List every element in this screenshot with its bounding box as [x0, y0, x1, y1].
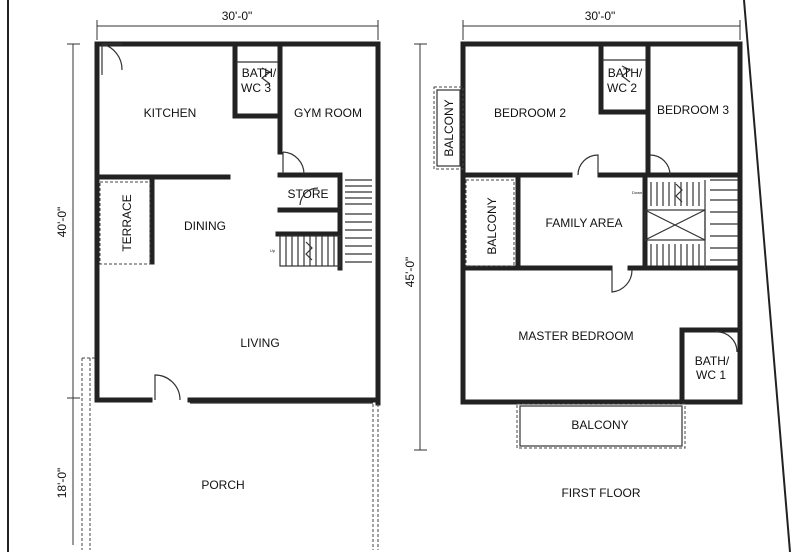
ff-left-balcony-wall: [460, 177, 521, 271]
ff-side-balcony-outline: [433, 86, 464, 170]
ff-bath2-label-line2: WC 2: [607, 81, 637, 95]
gf-porch-depth-label: 18'-0": [55, 468, 69, 499]
ff-family-area-label: FAMILY AREA: [546, 216, 623, 230]
page-edge-right: [743, 0, 791, 552]
gf-terrace-label: TERRACE: [120, 194, 134, 251]
gf-kitchen-wall: [94, 41, 343, 180]
ff-width-label: 30'-0": [585, 9, 616, 23]
ff-staircase: Down: [632, 179, 738, 268]
gf-kitchen-label: KITCHEN: [144, 106, 197, 120]
ff-bath1-label-line2: WC 1: [696, 368, 726, 382]
ff-bath2-label-line1: BATH/: [608, 66, 643, 80]
ff-bedroom3-label: BEDROOM 3: [657, 103, 729, 117]
gf-depth-label: 40'-0": [55, 207, 69, 238]
ff-bath1-wall: [679, 327, 743, 405]
ground-floor-plan: 30'-0" 40'-0" 18'-0": [55, 9, 381, 550]
ff-front-balcony-outline: [516, 403, 686, 449]
ff-side-balcony-label: BALCONY: [442, 99, 456, 156]
ff-bedroom2-label: BEDROOM 2: [494, 106, 566, 120]
gf-depth-dimension: 40'-0": [55, 43, 80, 399]
gf-bath3-label-line2: WC 3: [241, 81, 271, 95]
gf-staircase: Up: [270, 177, 372, 271]
gf-porch-dimension: 18'-0": [55, 398, 74, 545]
ff-left-balcony-label: BALCONY: [485, 197, 499, 254]
ff-master-bedroom-label: MASTER BEDROOM: [518, 329, 633, 343]
gf-outer-wall: [94, 41, 381, 406]
gf-dining-label: DINING: [184, 219, 226, 233]
gf-store-label: STORE: [287, 187, 328, 201]
ff-front-balcony-label: BALCONY: [571, 418, 628, 432]
first-floor-plan: 30'-0" 45'-0": [403, 9, 743, 500]
gf-width-dimension: 30'-0": [96, 9, 379, 40]
ff-depth-label: 45'-0": [403, 257, 417, 288]
gf-porch-outline: [81, 357, 379, 550]
ff-bedroom-wall: [460, 41, 743, 178]
ff-bath1-label-line1: BATH/: [695, 354, 730, 368]
ff-floor-title: FIRST FLOOR: [561, 486, 640, 500]
gf-terrace-outline: [99, 181, 151, 265]
ff-stair-down-label: Down: [632, 190, 642, 195]
gf-bath3-label-line1: BATH/: [242, 66, 277, 80]
gf-living-label: LIVING: [240, 336, 279, 350]
ff-depth-dimension: 45'-0": [403, 43, 427, 451]
gf-porch-label: PORCH: [201, 478, 244, 492]
ff-width-dimension: 30'-0": [462, 9, 741, 40]
gf-width-label: 30'-0": [222, 9, 253, 23]
gf-gym-label: GYM ROOM: [294, 106, 362, 120]
gf-stair-up-label: Up: [270, 248, 276, 253]
